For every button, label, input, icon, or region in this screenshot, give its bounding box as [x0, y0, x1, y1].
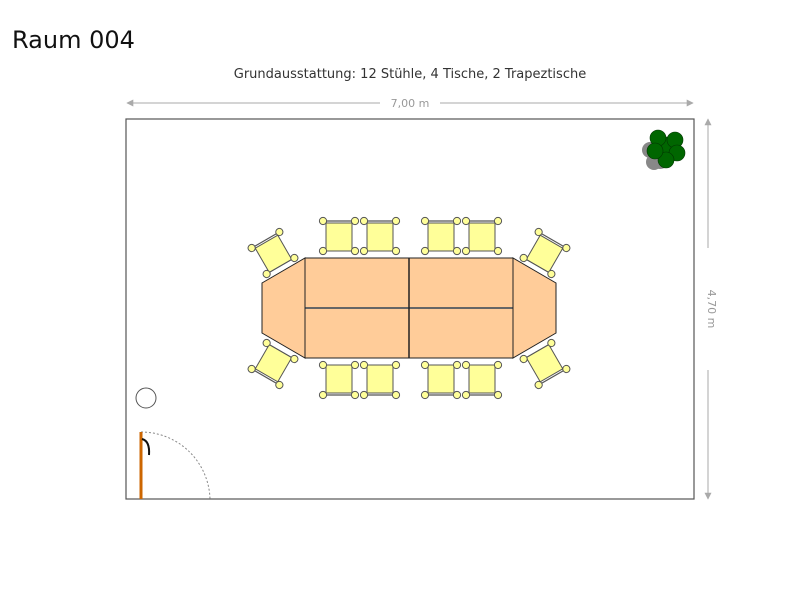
table-bottom-left [304, 307, 410, 359]
chair [318, 360, 360, 400]
chair [420, 216, 462, 256]
table-bottom-right [408, 307, 514, 359]
width-label: 7,00 m [391, 97, 430, 110]
chair [519, 227, 571, 279]
chair [461, 216, 503, 256]
door [139, 431, 211, 500]
height-label: 4,70 m [705, 290, 718, 329]
room-title: Raum 004 [12, 26, 135, 54]
plant-icon [642, 129, 686, 170]
door-swing-arc [140, 431, 211, 500]
tables [261, 257, 557, 359]
chair [461, 360, 503, 400]
table-top-right [408, 257, 514, 309]
height-dimension: 4,70 m [704, 118, 718, 500]
chair [247, 338, 299, 390]
equipment-subtitle: Grundausstattung: 12 Stühle, 4 Tische, 2… [233, 67, 587, 82]
trapezoid-table-right [512, 257, 557, 359]
table-top-left [304, 257, 410, 309]
door-handle-icon [141, 438, 151, 456]
chair [359, 216, 401, 256]
column-circle [135, 387, 157, 409]
chair [420, 360, 462, 400]
width-dimension: 7,00 m [126, 97, 694, 110]
trapezoid-table-left [261, 257, 306, 359]
chair [519, 338, 571, 390]
chairs [247, 216, 571, 400]
chair [247, 227, 299, 279]
chair [318, 216, 360, 256]
chair [359, 360, 401, 400]
